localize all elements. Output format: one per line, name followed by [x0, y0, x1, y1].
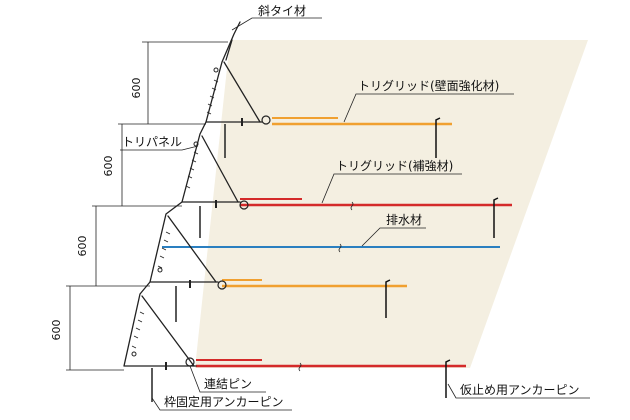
tri-panel-3 [149, 201, 227, 322]
label-temp-anchor-pin: 仮止め用アンカーピン [460, 383, 580, 397]
temp-anchor-pin-1 [435, 117, 441, 158]
dimension-label-3: 600 [76, 236, 89, 257]
tri-panel-4 [123, 281, 197, 402]
temp-anchor-pin-3 [385, 279, 391, 318]
label-tri-panel: トリパネル [122, 135, 182, 149]
layer-marker-2 [338, 243, 342, 253]
tri-panel-2 [181, 121, 249, 238]
label-grid-wall: トリグリッド(壁面強化材) [358, 78, 499, 93]
tri-panels [123, 21, 271, 402]
label-grid-reinforce: トリグリッド(補強材) [336, 159, 453, 173]
temporary-anchor-pins [385, 117, 499, 398]
label-diagonal-tie: 斜タイ材 [258, 4, 306, 18]
dimension-lines: 600 600 600 600 [50, 41, 228, 371]
temp-anchor-pin-4 [445, 359, 451, 398]
label-frame-anchor-pin: 枠固定用アンカーピン [164, 394, 284, 409]
label-connect-pin: 連結ピン [204, 377, 252, 391]
dimension-label-1: 600 [130, 78, 143, 99]
temp-anchor-pin-2 [493, 197, 499, 238]
layer-marker-1 [350, 201, 354, 211]
callouts: 斜タイ材 トリグリッド(壁面強化材) トリパネル トリグリッド(補強材) 排水材… [120, 4, 590, 411]
layer-marker-3 [298, 362, 302, 372]
dimension-label-4: 600 [50, 320, 63, 341]
dimension-label-2: 600 [102, 156, 115, 177]
reinforcement-layers [162, 117, 512, 372]
tri-panel-1 [205, 21, 271, 158]
label-drain: 排水材 [386, 213, 422, 227]
